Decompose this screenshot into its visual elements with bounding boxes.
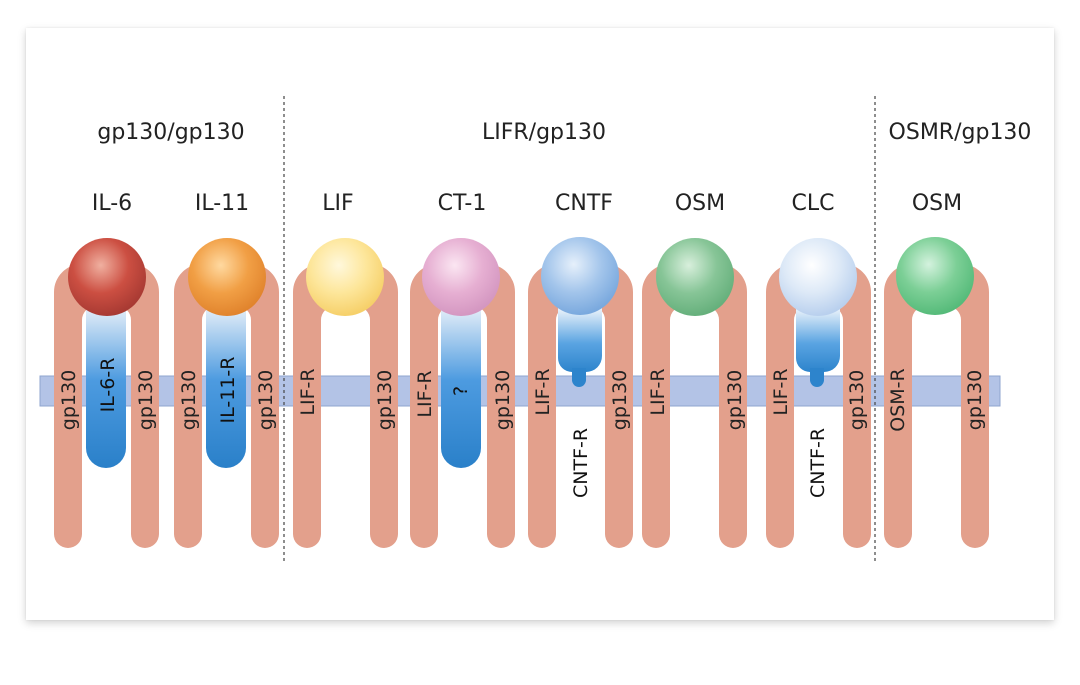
osm-ligand — [656, 238, 734, 316]
cntf-receptor — [558, 308, 602, 372]
complex-osm-osmr — [884, 237, 989, 548]
osm-ligand — [896, 237, 974, 315]
group-label-gp130: gp130/gp130 — [97, 120, 244, 145]
lifr-gp130-chain — [642, 264, 747, 548]
lifr-gp130-chain — [766, 264, 871, 548]
receptor-label-gp130: gp130 — [255, 370, 277, 430]
receptor-label-gp130: gp130 — [724, 370, 746, 430]
il6-receptor — [86, 308, 126, 468]
receptor-label-gp130: gp130 — [964, 370, 986, 430]
gp130-chain — [54, 264, 159, 548]
lifr-gp130-chain — [528, 264, 633, 548]
receptor-label-gp130: gp130 — [178, 370, 200, 430]
diagram-card: gp130/gp130 LIFR/gp130 OSMR/gp130 IL-6 I… — [26, 28, 1054, 620]
ligand-label-lif: LIF — [322, 191, 353, 216]
receptor-label-il11r: IL-11-R — [217, 357, 239, 424]
group-label-lifr: LIFR/gp130 — [482, 120, 606, 145]
cntf-ligand — [541, 237, 619, 315]
ligand-label-ct1: CT-1 — [438, 191, 487, 216]
il11-receptor — [206, 308, 246, 468]
group-label-osmr: OSMR/gp130 — [889, 120, 1032, 145]
complex-il11 — [174, 238, 279, 548]
receptor-label-osmr: OSM-R — [887, 368, 909, 431]
gp130-chain — [174, 264, 279, 548]
complex-osm — [642, 238, 747, 548]
il6-ligand — [68, 238, 146, 316]
cytokine-receptor-diagram: gp130/gp130 LIFR/gp130 OSMR/gp130 IL-6 I… — [39, 96, 1032, 564]
receptor-label-lifr: LIF-R — [647, 368, 669, 415]
receptor-label-lifr: LIF-R — [532, 368, 554, 415]
il11-ligand — [188, 238, 266, 316]
ligand-label-cntf: CNTF — [555, 191, 613, 216]
receptor-label-lifr: LIF-R — [770, 368, 792, 415]
complex-il6 — [54, 238, 159, 548]
clc-ligand — [779, 238, 857, 316]
ligand-label-il6: IL-6 — [92, 191, 132, 216]
lifr-gp130-chain — [410, 264, 515, 548]
lifr-gp130-chain — [293, 264, 398, 548]
receptor-label-gp130: gp130 — [135, 370, 157, 430]
lif-ligand — [306, 238, 384, 316]
receptor-label-lifr: LIF-R — [414, 370, 436, 417]
receptor-label-cntfr: CNTF-R — [570, 428, 592, 498]
receptor-label-il6r: IL-6-R — [97, 358, 119, 413]
cntf-receptor — [796, 308, 840, 372]
ligand-label-clc: CLC — [792, 191, 835, 216]
unknown-receptor — [441, 308, 481, 468]
receptor-label-gp130: gp130 — [58, 370, 80, 430]
receptor-label-cntfr: CNTF-R — [807, 428, 829, 498]
receptor-label-gp130: gp130 — [492, 370, 514, 430]
cntf-receptor-anchor — [810, 368, 824, 387]
complex-lif — [293, 238, 398, 548]
ligand-label-osm: OSM — [675, 191, 725, 216]
ligand-label-il11: IL-11 — [195, 191, 249, 216]
ligand-label-osm-osmr: OSM — [912, 191, 962, 216]
receptor-label-gp130: gp130 — [609, 370, 631, 430]
complex-cntf — [528, 237, 633, 548]
receptor-label-gp130: gp130 — [846, 370, 868, 430]
receptor-label-gp130: gp130 — [374, 370, 396, 430]
receptor-label-lifr: LIF-R — [297, 368, 319, 415]
ct1-ligand — [422, 238, 500, 316]
complex-ct1 — [410, 238, 515, 548]
cntf-receptor-anchor — [572, 368, 586, 387]
receptor-label-unknown: ? — [450, 386, 472, 396]
complex-clc — [766, 238, 871, 548]
osmr-gp130-chain — [884, 264, 989, 548]
